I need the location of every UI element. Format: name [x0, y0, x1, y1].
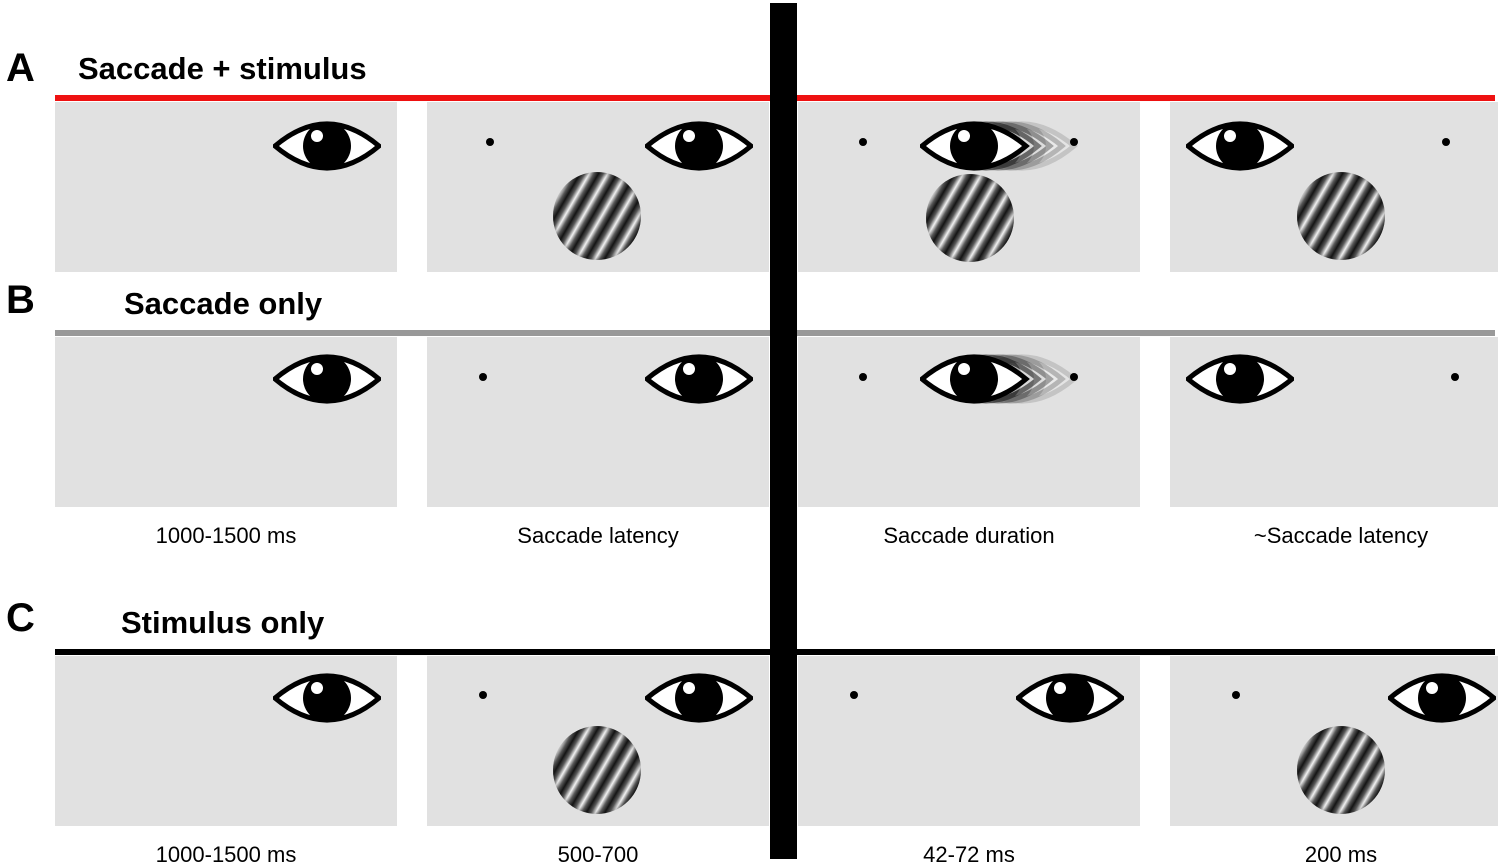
- panel-b-2: [427, 337, 769, 507]
- timing-label-b-2: Saccade latency: [517, 523, 679, 548]
- target-dot: [1451, 373, 1459, 381]
- timing-label-c-3: 42-72 ms: [923, 842, 1015, 867]
- grating-stimulus: [1297, 726, 1385, 814]
- timing-label-c-2: 500-700: [557, 842, 639, 867]
- eye-icon: [1016, 668, 1124, 728]
- row-c-letter: C: [6, 596, 35, 640]
- panel-c-3: [798, 656, 1140, 826]
- eye-icon: [273, 116, 381, 176]
- panel-b-3: [798, 337, 1140, 507]
- fixation-dot: [486, 138, 494, 146]
- timing-label-b-3: Saccade duration: [883, 523, 1055, 548]
- panel-b-4: [1170, 337, 1498, 507]
- grating-stimulus: [926, 174, 1014, 262]
- row-a-letter: A: [6, 46, 35, 90]
- fixation-dot: [1232, 691, 1240, 699]
- panel-b-1: [55, 337, 397, 507]
- grating-stimulus: [553, 726, 641, 814]
- timing-label-c-1: 1000-1500 ms: [155, 842, 297, 867]
- eye-icon: [273, 349, 381, 409]
- eye-icon: [1388, 668, 1496, 728]
- timing-label-b-4: ~Saccade latency: [1253, 523, 1429, 548]
- row-a-title: Saccade + stimulus: [78, 51, 367, 86]
- eye-icon: [273, 668, 381, 728]
- panel-a-2: [427, 102, 769, 272]
- eye-icon: [645, 349, 753, 409]
- eye-icon: [1186, 116, 1294, 176]
- target-dot: [1070, 373, 1078, 381]
- fixation-dot: [859, 373, 867, 381]
- vertical-divider: [770, 3, 797, 859]
- panel-c-1: [55, 656, 397, 826]
- timing-label-c-4: 200 ms: [1304, 842, 1378, 867]
- fixation-dot: [479, 373, 487, 381]
- target-dot: [1442, 138, 1450, 146]
- moving-eye-icon: [920, 116, 1080, 176]
- target-dot: [1070, 138, 1078, 146]
- fixation-dot: [859, 138, 867, 146]
- eye-icon: [1186, 349, 1294, 409]
- row-b-letter: B: [6, 278, 35, 322]
- moving-eye-icon: [920, 349, 1080, 409]
- panel-a-3: [798, 102, 1140, 272]
- row-b-title: Saccade only: [124, 286, 323, 321]
- fixation-dot: [479, 691, 487, 699]
- panel-a-4: [1170, 102, 1498, 272]
- panel-c-2: [427, 656, 769, 826]
- fixation-dot: [850, 691, 858, 699]
- timing-label-b-1: 1000-1500 ms: [155, 523, 297, 548]
- panel-a-1: [55, 102, 397, 272]
- eye-icon: [645, 668, 753, 728]
- row-c-title: Stimulus only: [121, 605, 325, 640]
- grating-stimulus: [1297, 172, 1385, 260]
- grating-stimulus: [553, 172, 641, 260]
- eye-icon: [645, 116, 753, 176]
- panel-c-4: [1170, 656, 1498, 826]
